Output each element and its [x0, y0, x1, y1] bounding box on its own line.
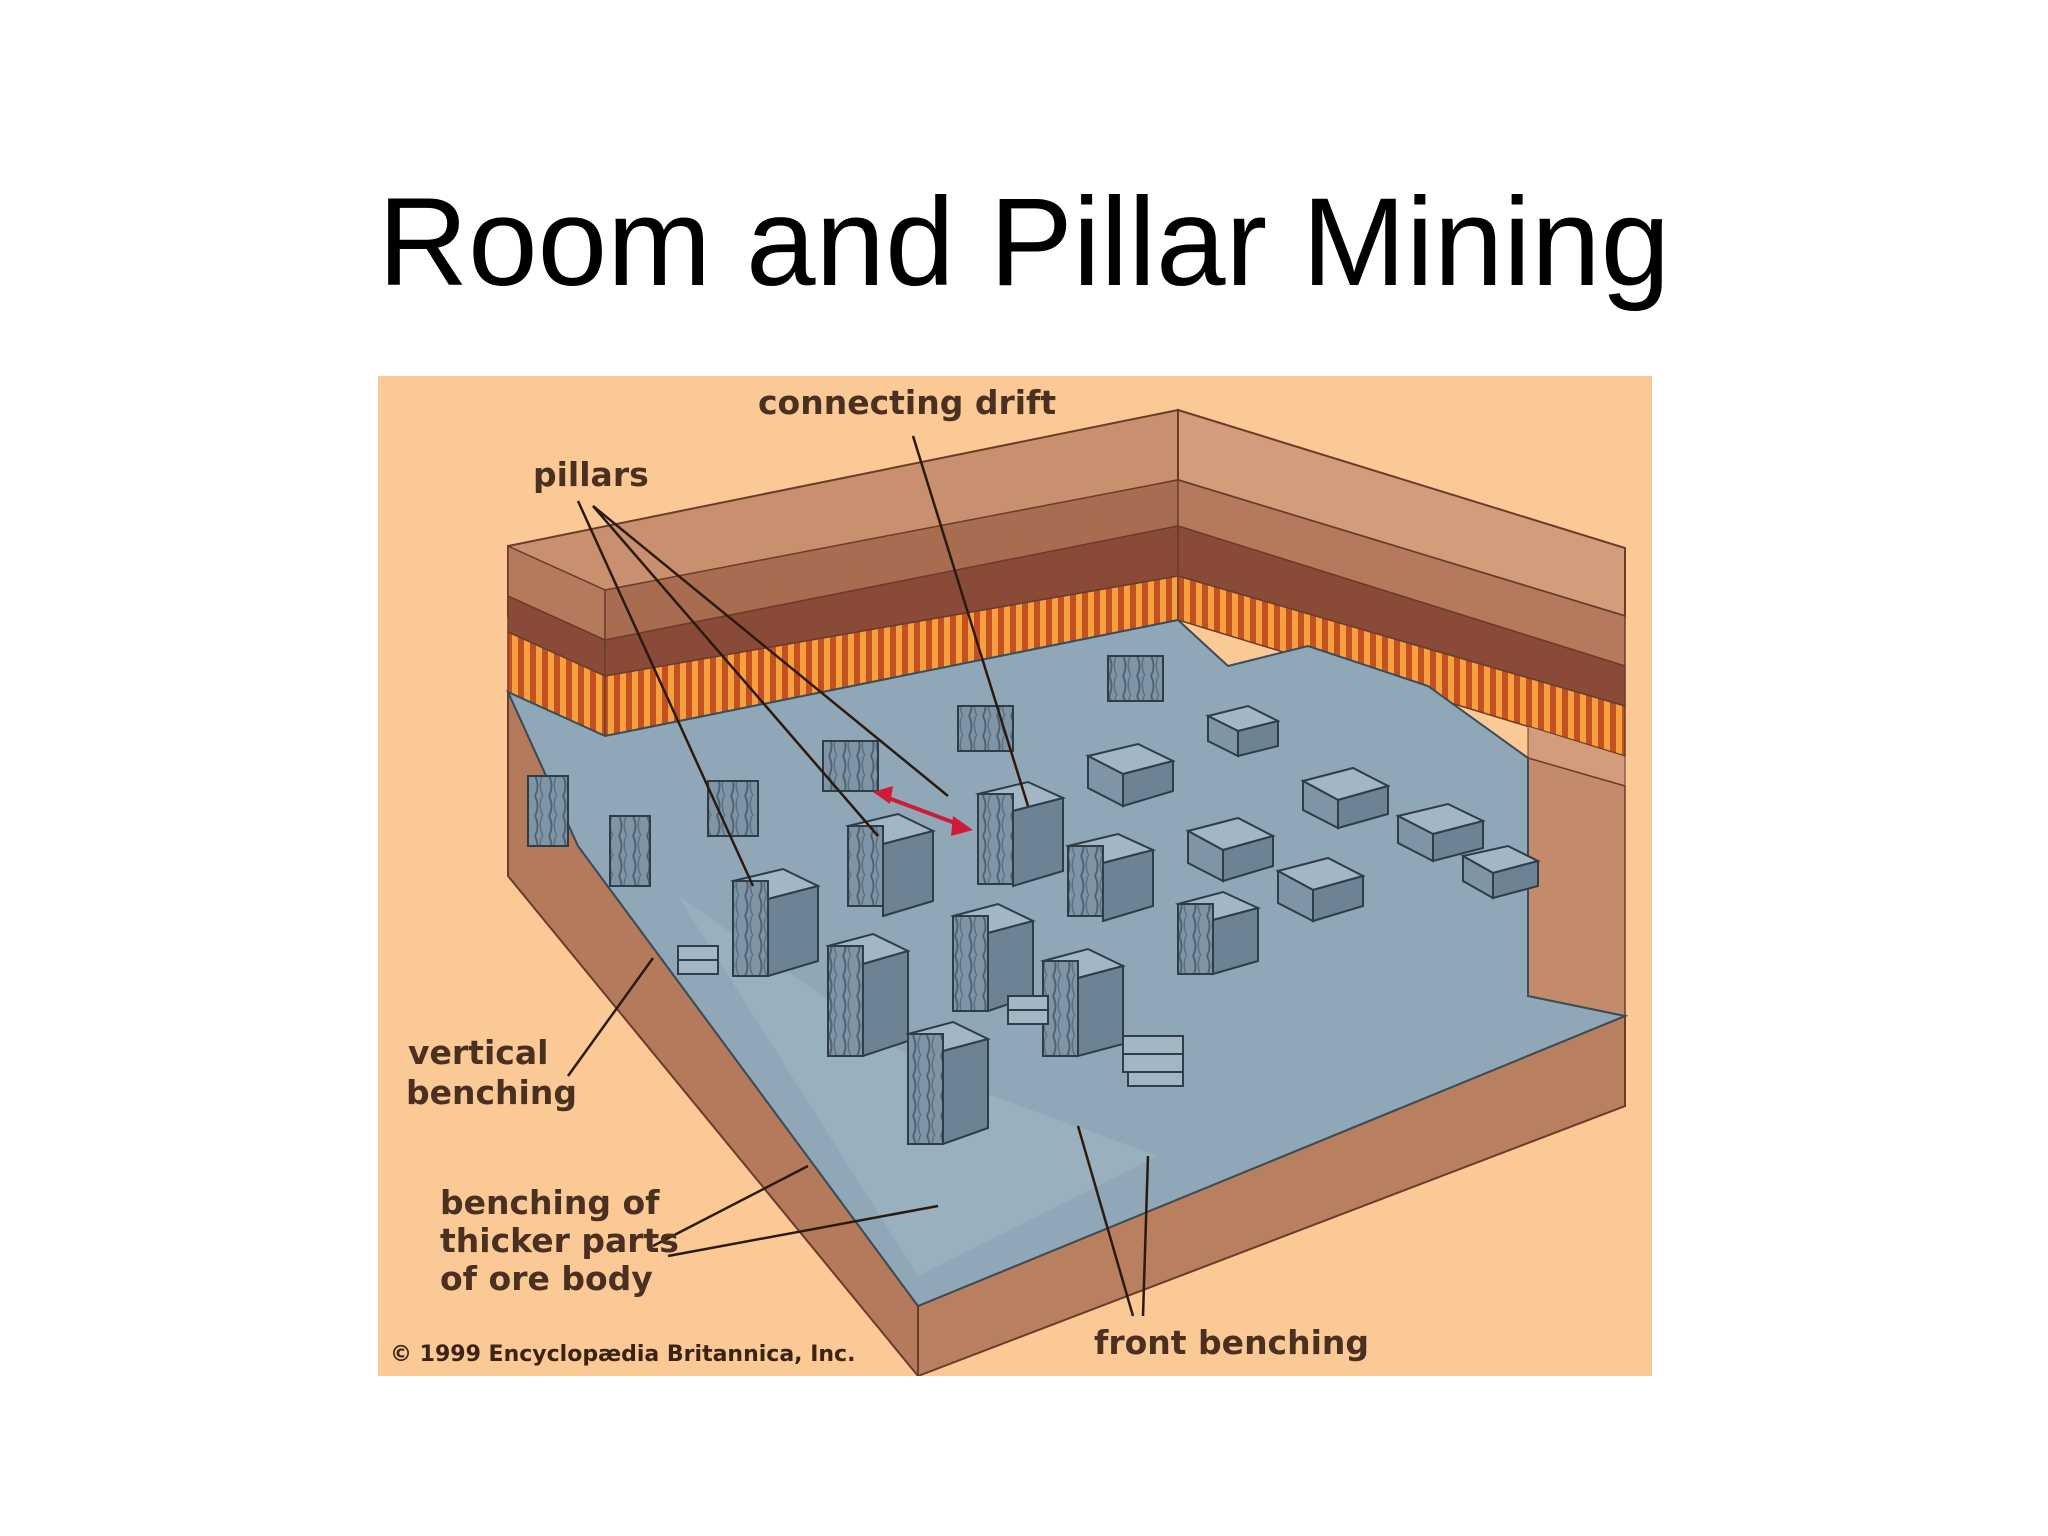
pillar: [1185, 816, 1276, 883]
pillar: [825, 932, 911, 1058]
pillar: [1175, 890, 1261, 976]
pillar: [1040, 947, 1126, 1058]
label-connecting-drift: connecting drift: [758, 383, 1056, 422]
pillar: [950, 902, 1036, 1013]
leader-lines: [566, 435, 1150, 1317]
pillar: [1395, 802, 1486, 863]
pillar: [905, 1020, 991, 1146]
pillar: [1275, 856, 1366, 923]
pillar: [1205, 704, 1281, 758]
pillar: [975, 780, 1066, 888]
label-front-benching: front benching: [1094, 1323, 1369, 1362]
label-vertical-benching-line1: vertical: [408, 1033, 548, 1072]
label-thicker-line2: thicker parts: [440, 1221, 679, 1260]
room-and-pillar-diagram: connecting drift pillars vertical benchi…: [378, 376, 1652, 1376]
slide-title: Room and Pillar Mining: [377, 173, 1671, 312]
base-right-edge: [1527, 757, 1626, 1017]
pillar: [1460, 844, 1541, 900]
label-pillars: pillars: [533, 455, 649, 494]
pillar: [845, 812, 936, 918]
pillar: [730, 867, 821, 978]
label-thicker-line3: of ore body: [440, 1259, 653, 1298]
pillars-back-rows: [1085, 704, 1541, 923]
pillar: [1065, 832, 1156, 923]
label-vertical-benching-line2: benching: [406, 1073, 577, 1112]
pillar: [1300, 766, 1391, 830]
label-thicker-line1: benching of: [440, 1183, 660, 1222]
pillars-front-rows: [730, 780, 1261, 1146]
pillar: [1085, 742, 1176, 808]
connecting-drift-arrow: [873, 786, 973, 836]
copyright-notice: © 1999 Encyclopædia Britannica, Inc.: [390, 1342, 855, 1367]
front-benching-ridges: [677, 945, 1184, 1087]
